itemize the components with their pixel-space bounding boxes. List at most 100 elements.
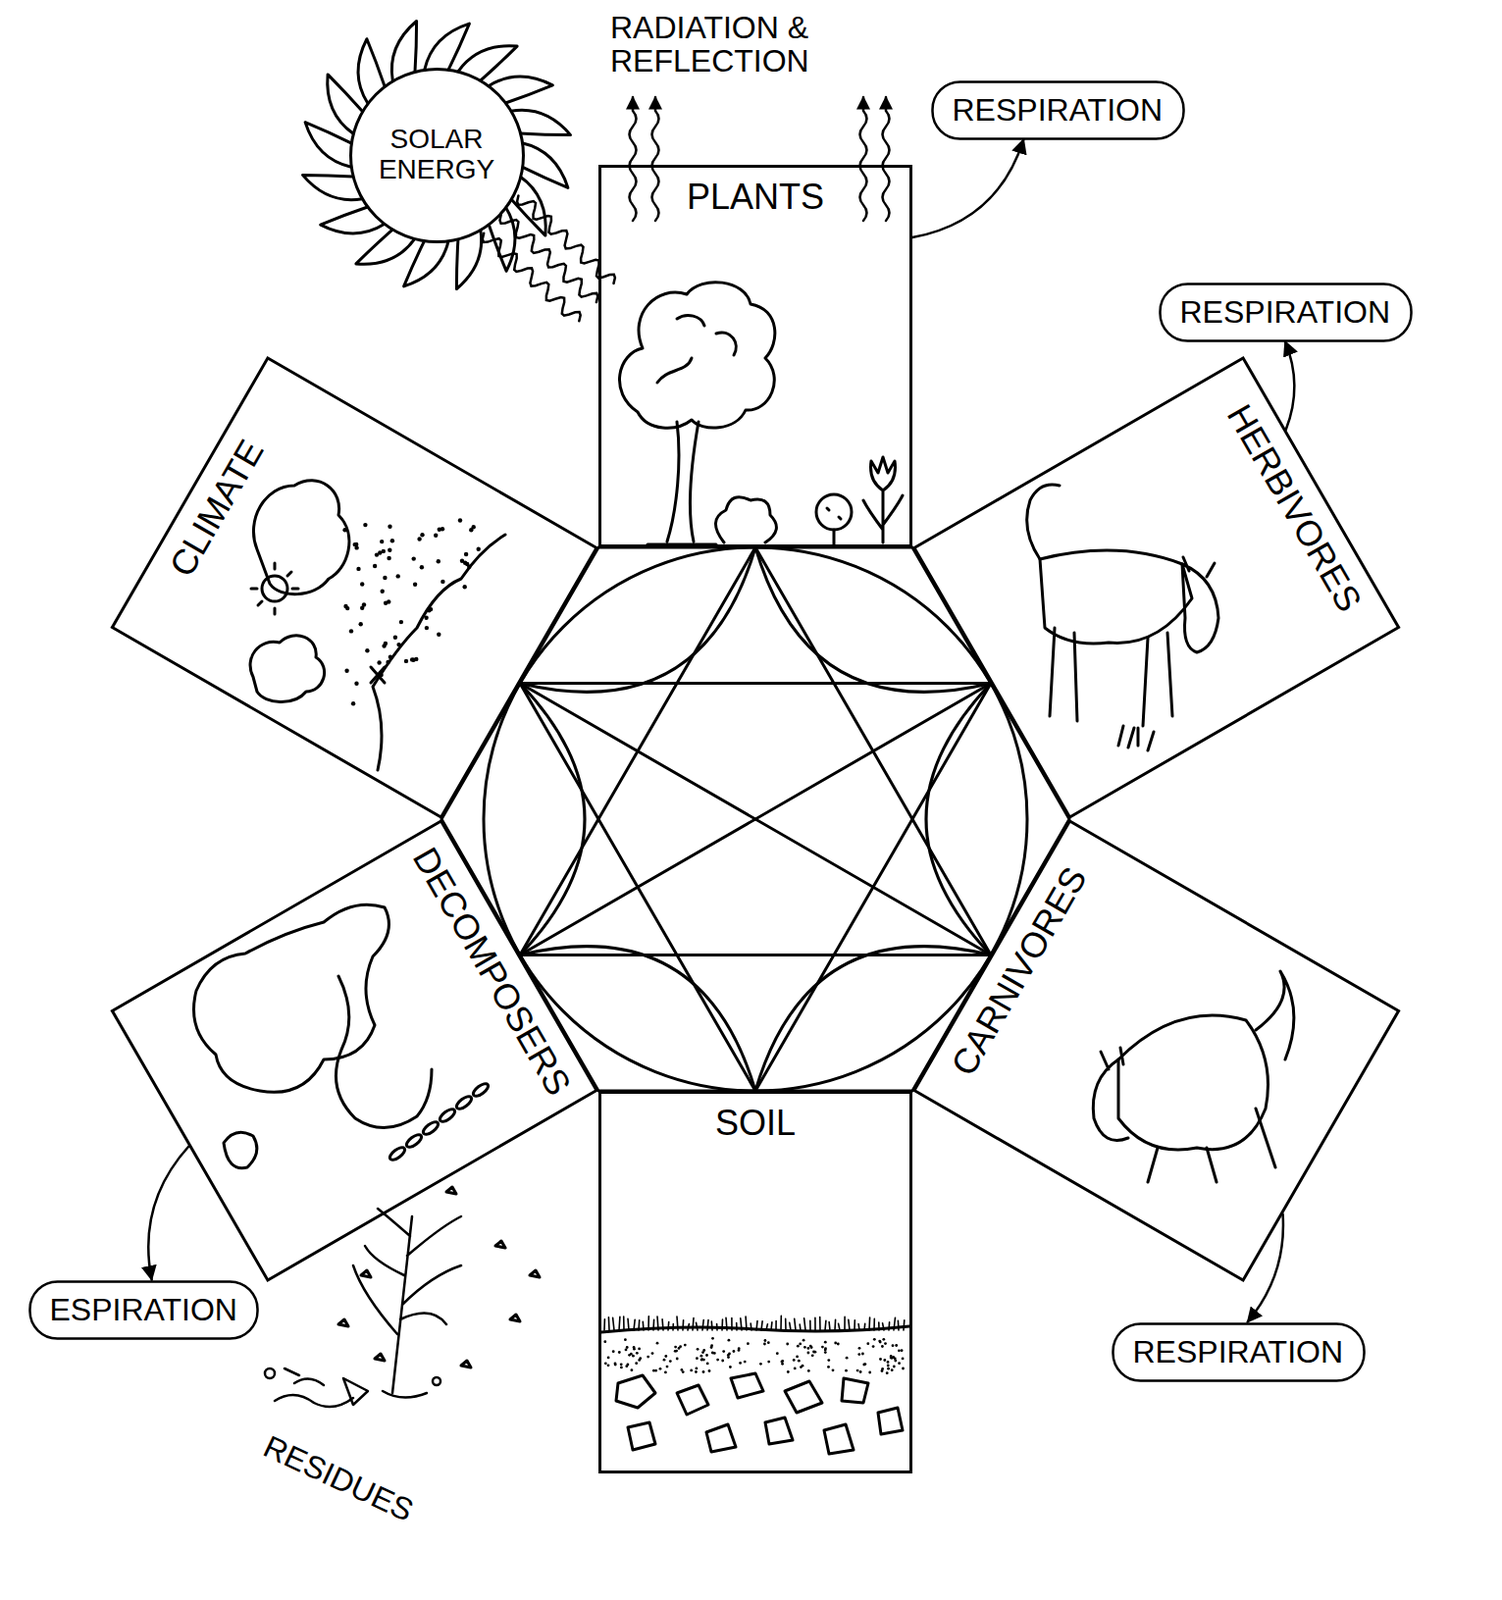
soil-dot xyxy=(711,1351,715,1355)
sun-disc xyxy=(350,68,523,242)
residue-bit xyxy=(495,1241,506,1248)
residue-bit xyxy=(446,1187,457,1194)
soil-dot xyxy=(811,1353,815,1357)
grass-tick xyxy=(893,1317,896,1331)
residue-dots xyxy=(338,1187,540,1368)
residue-bit xyxy=(361,1270,371,1278)
soil-dot xyxy=(878,1340,881,1344)
rain-dot xyxy=(465,562,469,567)
soil-dot xyxy=(624,1348,628,1352)
grass-tick xyxy=(779,1315,782,1331)
flow-arrow xyxy=(148,1146,189,1281)
grass-tick xyxy=(794,1318,796,1331)
box-title: CLIMATE xyxy=(161,433,271,584)
rain-dot xyxy=(416,536,421,541)
grass-tick xyxy=(730,1318,733,1331)
soil-dot xyxy=(882,1358,886,1362)
soil-dot xyxy=(780,1359,784,1363)
rain-dot xyxy=(381,643,386,648)
soil-drawing xyxy=(601,1326,910,1454)
soil-dot xyxy=(623,1338,627,1342)
grass-tick xyxy=(622,1316,625,1331)
soil-dot xyxy=(803,1346,807,1349)
soil-dot xyxy=(900,1348,904,1352)
grass-tick xyxy=(710,1321,713,1331)
soil-dot xyxy=(831,1368,835,1372)
rain-dot xyxy=(419,565,424,570)
cloud-shape xyxy=(1159,283,1411,341)
soil-dot xyxy=(743,1360,747,1364)
soil-dot xyxy=(793,1367,797,1371)
component-box: HERBIVORES xyxy=(912,356,1401,820)
soil-dot xyxy=(624,1364,628,1368)
soil-dot xyxy=(630,1368,634,1372)
grass-tick xyxy=(740,1318,742,1331)
cloud-label: RESPIRATION xyxy=(1133,1334,1345,1371)
grass-tick xyxy=(676,1316,678,1331)
grass-tick xyxy=(824,1320,828,1331)
residue-bit xyxy=(529,1270,540,1278)
soil-dot xyxy=(683,1344,687,1347)
soil-dot xyxy=(780,1362,784,1366)
soil-dot xyxy=(702,1370,706,1374)
soil-dot xyxy=(696,1347,700,1351)
soil-dot xyxy=(767,1341,771,1345)
soil-dot xyxy=(603,1340,607,1344)
sun-ray xyxy=(521,143,569,189)
grass-tick xyxy=(843,1316,846,1331)
soil-dot xyxy=(880,1369,884,1373)
soil-dot xyxy=(727,1339,731,1343)
grass-tick xyxy=(789,1322,791,1331)
soil-dot xyxy=(695,1356,699,1360)
soil-dot xyxy=(872,1345,876,1348)
soil-dot xyxy=(879,1357,882,1361)
soil-dot xyxy=(710,1346,714,1349)
soil-dot xyxy=(802,1339,806,1343)
rain-dot xyxy=(412,556,416,561)
soil-dot xyxy=(836,1343,840,1347)
soil-dot xyxy=(795,1355,799,1359)
rain-dot xyxy=(428,607,433,612)
soil-dot xyxy=(666,1365,670,1369)
grass-tick xyxy=(857,1324,861,1331)
rain-dot xyxy=(396,642,401,647)
soil-dot xyxy=(897,1361,901,1365)
soil-dot xyxy=(675,1357,679,1361)
grass-tick xyxy=(749,1323,752,1331)
soil-dot xyxy=(722,1349,726,1353)
grass-tick xyxy=(804,1318,806,1331)
soil-dot xyxy=(631,1354,635,1358)
rain-dot xyxy=(345,606,350,611)
soil-dot xyxy=(701,1350,705,1354)
component-box: PLANTS xyxy=(598,164,913,548)
herbivore-drawing xyxy=(1027,484,1219,751)
grass-tick xyxy=(897,1320,900,1331)
soil-dot xyxy=(646,1355,650,1359)
cloud-shape xyxy=(932,81,1184,139)
soil-dot xyxy=(694,1370,698,1374)
rain-dot xyxy=(463,584,467,589)
soil-dot xyxy=(612,1349,616,1353)
grass-tick xyxy=(770,1322,774,1331)
sun-label: SOLAR ENERGY xyxy=(362,124,511,186)
grass-tick xyxy=(814,1317,817,1331)
soil-dot xyxy=(798,1343,802,1347)
rain-dot xyxy=(393,635,398,640)
soil-dot xyxy=(607,1356,611,1360)
rain-dot xyxy=(423,616,428,621)
soil-dot xyxy=(726,1355,730,1359)
respiration-cloud: RESPIRATION xyxy=(1158,282,1413,343)
soil-dot xyxy=(689,1369,693,1373)
rain-dot xyxy=(413,582,417,587)
rain-dot xyxy=(419,532,424,537)
grass-tick xyxy=(756,1321,758,1331)
flow-arrow xyxy=(1285,341,1295,430)
soil-dot xyxy=(824,1341,828,1345)
soil-dot xyxy=(885,1371,889,1375)
rain-dot xyxy=(387,548,392,553)
soil-dot xyxy=(664,1371,668,1375)
rain-dot xyxy=(353,542,358,547)
grass-tick xyxy=(641,1321,644,1331)
grass-tick xyxy=(633,1319,635,1331)
